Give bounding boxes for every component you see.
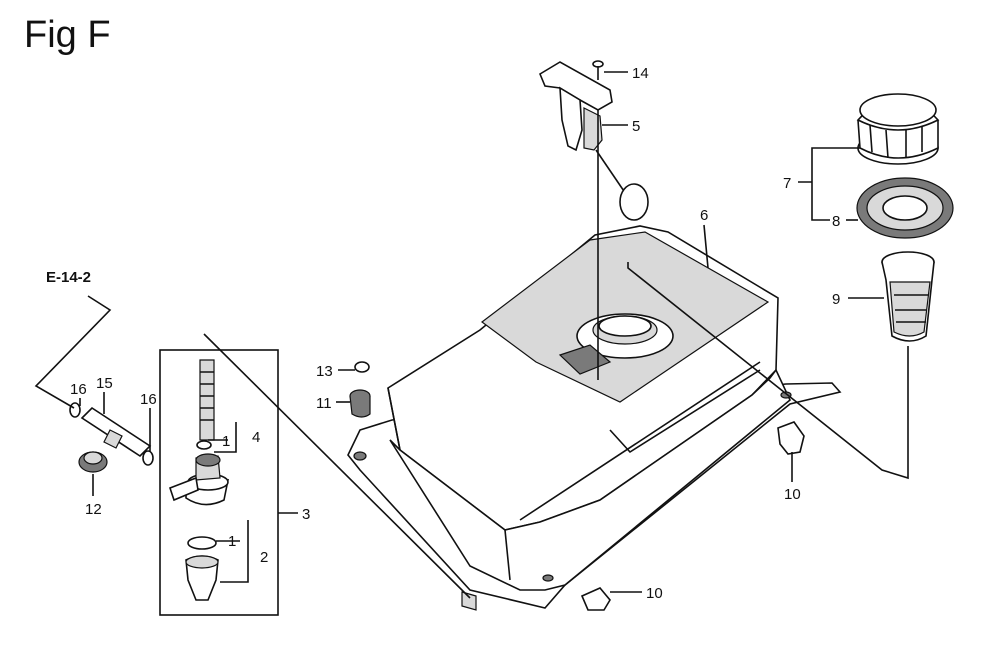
callout-14: 14 [632, 65, 649, 82]
tube-clip-right[interactable] [142, 450, 154, 466]
fuel-cock-body[interactable] [168, 453, 230, 506]
callout-13: 13 [316, 363, 333, 380]
callout-16-right: 16 [140, 391, 157, 408]
callout-5: 5 [632, 118, 640, 135]
tube-connector-line [34, 295, 112, 409]
callout-1-upper: 1 [222, 433, 230, 450]
callout-12: 12 [85, 501, 102, 518]
callout-11: 11 [316, 395, 332, 412]
fuel-tube[interactable] [80, 406, 152, 458]
callout-7: 7 [783, 175, 791, 192]
callout-2: 2 [260, 549, 268, 566]
fuel-cup[interactable] [185, 555, 219, 601]
callout-10-right: 10 [784, 486, 801, 503]
callout-1-lower: 1 [228, 533, 236, 550]
tank-cushion-bottom[interactable] [580, 587, 611, 611]
fuel-cock-o-ring-lower[interactable] [187, 536, 217, 550]
fuel-cock-o-ring-upper[interactable] [196, 440, 212, 450]
leader-lines [79, 71, 884, 593]
figure-title: Fig F [24, 14, 111, 56]
reference-e-14-2: E-14-2 [46, 269, 91, 286]
fuel-tank[interactable] [347, 225, 842, 611]
callout-9: 9 [832, 291, 840, 308]
tube-joint[interactable] [78, 451, 108, 473]
filler-cap[interactable] [856, 93, 940, 165]
fuel-cock-filter[interactable] [199, 359, 215, 441]
tube-clip-left[interactable] [69, 402, 81, 418]
tank-mount-rubber[interactable] [349, 389, 371, 418]
callout-6: 6 [700, 207, 708, 224]
callout-3: 3 [302, 506, 310, 523]
tank-cushion-right[interactable] [777, 421, 805, 455]
fuel-strainer[interactable] [881, 251, 935, 342]
callout-15: 15 [96, 375, 113, 392]
filler-cap-gasket[interactable] [856, 177, 954, 239]
fuel-gauge-bracket[interactable] [538, 61, 649, 380]
gauge-screw[interactable] [592, 60, 604, 80]
callout-10-bottom: 10 [646, 585, 663, 602]
callout-8: 8 [832, 213, 840, 230]
strainer-connector-line [627, 262, 909, 480]
callout-16-left: 16 [70, 381, 87, 398]
tank-mount-collar[interactable] [354, 361, 370, 373]
callout-4: 4 [252, 429, 260, 446]
